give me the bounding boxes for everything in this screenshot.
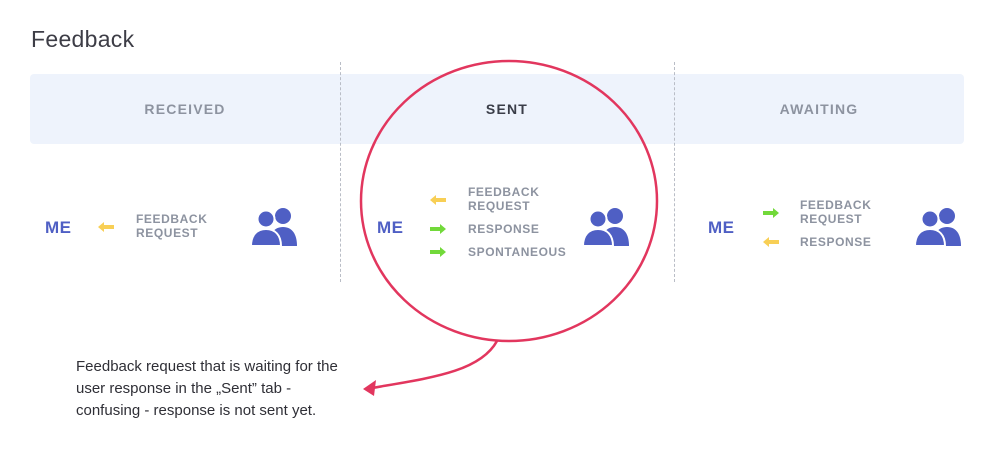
flow-label: FEEDBACK REQUEST [468,185,540,213]
highlight-circle [359,59,659,343]
annotation-note: Feedback request that is waiting for the… [76,358,338,419]
arrow-left-icon [763,237,779,247]
column-divider [674,62,675,282]
tab-received[interactable]: RECEIVED [144,101,226,117]
annotation-arrow [371,340,499,390]
arrow-right-icon [430,247,446,257]
user-group-icon [914,208,961,246]
arrow-left-icon [98,222,114,232]
tab-awaiting[interactable]: AWAITING [779,101,859,117]
tab-bar: RECEIVED SENT AWAITING [30,74,964,144]
page-title: Feedback [31,26,135,52]
annotation-arrowhead [363,380,376,396]
tab-sent[interactable]: SENT [485,101,529,117]
flow-label: FEEDBACK REQUEST [800,198,872,226]
user-group-icon [582,208,629,246]
arrow-left-icon [430,195,446,205]
flow-label: SPONTANEOUS [468,245,567,259]
flow-label: FEEDBACK REQUEST [136,212,208,240]
user-group-icon [250,208,297,246]
me-label: ME [708,218,735,237]
flow-label: RESPONSE [800,235,872,249]
flow-label: RESPONSE [468,222,540,236]
arrow-right-icon [763,208,779,218]
me-label: ME [45,218,72,237]
column-divider [340,62,341,282]
arrow-right-icon [430,224,446,234]
me-label: ME [377,218,404,237]
